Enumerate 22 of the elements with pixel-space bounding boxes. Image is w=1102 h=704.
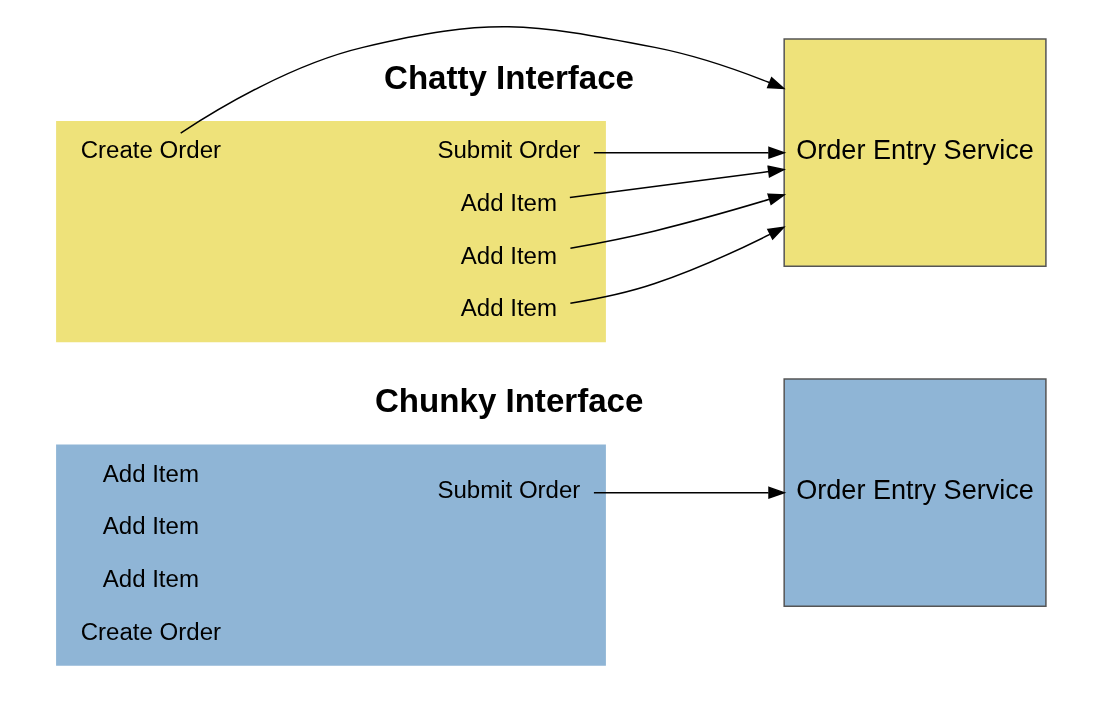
arrow — [593, 146, 787, 159]
node-text: Add Item — [460, 189, 557, 217]
node-text: Add Item — [102, 565, 199, 593]
node-text: Submit Order — [437, 476, 581, 504]
cluster — [56, 121, 606, 343]
node-text: Submit Order — [437, 136, 581, 164]
arrow — [569, 226, 786, 305]
node-text: Add Item — [102, 459, 199, 487]
node-text: Add Item — [460, 294, 557, 322]
label: Chunky Interface — [375, 382, 644, 420]
node-text: Create Order — [80, 136, 222, 164]
node-text: Create Order — [80, 617, 222, 645]
arrow — [569, 165, 786, 199]
arrow — [569, 193, 787, 249]
arrow — [593, 486, 787, 499]
arrow — [179, 26, 786, 134]
cluster — [56, 444, 606, 666]
node-text: Add Item — [102, 512, 199, 540]
node-box: Order Entry Service — [783, 378, 1047, 607]
node-box: Order Entry Service — [783, 38, 1047, 267]
node-text: Add Item — [460, 241, 557, 269]
label: Chatty Interface — [384, 58, 635, 96]
